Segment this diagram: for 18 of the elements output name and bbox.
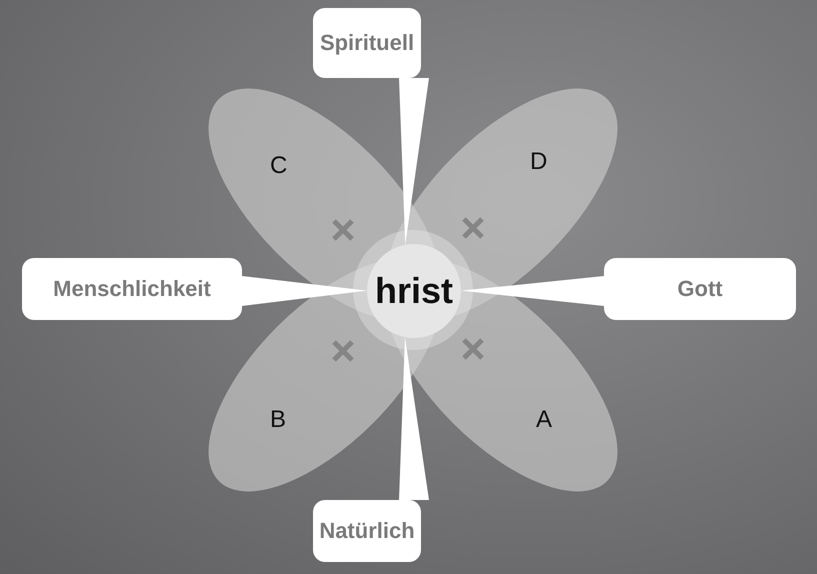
label-text: Menschlichkeit: [53, 276, 211, 302]
label-text: Spirituell: [320, 30, 414, 56]
callout-pointer: [399, 78, 429, 245]
callout-pointer: [242, 276, 367, 306]
callout-box: [22, 258, 242, 320]
callout-box: [604, 258, 796, 320]
petal-letter: B: [270, 406, 286, 434]
callout-box: [313, 500, 421, 562]
petal-letter: C: [270, 152, 288, 180]
callout-pointer: [399, 337, 429, 500]
label-text: hrist: [374, 270, 453, 312]
callout-pointer: [461, 276, 604, 306]
label-text: Gott: [677, 276, 723, 302]
callout-box: [313, 8, 421, 78]
center-circle: [367, 244, 461, 338]
petal-letter: A: [536, 406, 552, 434]
label-text: Natürlich: [319, 518, 415, 544]
petal-letter: D: [530, 148, 548, 176]
